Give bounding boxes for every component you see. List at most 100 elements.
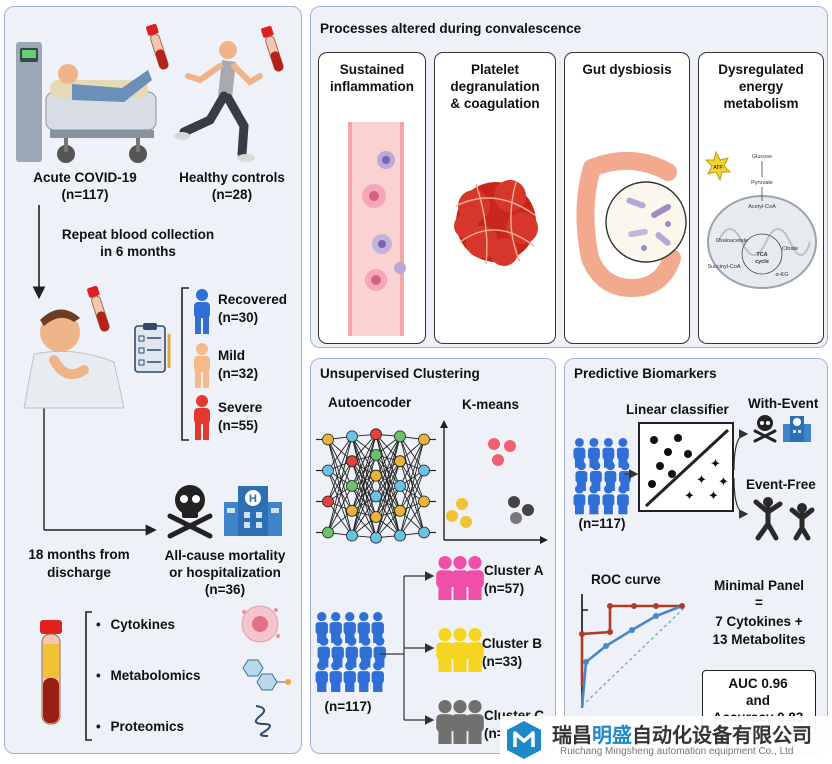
metabolite-molecule-icon: [242, 659, 291, 691]
protein-icon: [254, 705, 271, 737]
roc-curve-plot: [579, 594, 685, 709]
outcome-line2: or hospitalization: [169, 565, 281, 580]
biomarker-input-count: (n=117): [578, 516, 626, 531]
group-label-recovered: Recovered: [218, 292, 288, 307]
outcome-line1: All-cause mortality: [164, 548, 286, 563]
repeat-collection-line1: Repeat blood collection: [61, 227, 215, 242]
processes-title: Processes altered during convalescence: [320, 21, 582, 36]
hospital-icon: [783, 416, 811, 442]
tca-label: TCA: [756, 252, 767, 258]
network-node: [394, 455, 406, 468]
network-node: [418, 433, 430, 446]
card-inflammation-line2: inflammation: [329, 79, 414, 94]
healthy-controls-label: Healthy controls: [179, 170, 285, 185]
akg-label: α-KG: [776, 272, 789, 278]
company-name-en: Ruichang Mingsheng automation equipment …: [560, 746, 794, 757]
omics-cytokines: Cytokines: [110, 617, 176, 632]
skull-crossbones-icon: [167, 485, 213, 539]
svg-text:✦: ✦: [710, 457, 721, 472]
omics-metabolomics: Metabolomics: [110, 668, 201, 683]
flow-arrows: [32, 205, 189, 741]
blood-tube-icon: [146, 23, 169, 70]
card-gut-line1: Gut dysbiosis: [582, 62, 672, 77]
watermark-banner: [500, 716, 832, 764]
cluster-c-people-icon: [436, 700, 484, 744]
network-node: [418, 495, 430, 508]
followup-line1: 18 months from: [28, 547, 130, 562]
svg-text:✦: ✦: [708, 489, 719, 504]
roc-curve-label: ROC curve: [591, 572, 661, 587]
panel-line3: 7 Cytokines +: [715, 614, 803, 629]
mitochondria-illustration: ATP Glucose Pyruvate Acetyl-CoA Oxaloace…: [704, 150, 817, 289]
svg-text:✦: ✦: [684, 489, 695, 504]
network-node: [322, 495, 334, 508]
skull-crossbones-icon: [753, 415, 777, 443]
autoencoder-label: Autoencoder: [328, 395, 412, 410]
hospital-bed-illustration: [16, 42, 157, 163]
network-node: [370, 490, 382, 503]
network-node: [346, 480, 358, 492]
network-node: [370, 449, 382, 461]
group-count-mild: (n=32): [218, 366, 259, 381]
patient-group-icon: [315, 612, 386, 693]
glucose-label: Glucose: [752, 154, 772, 160]
blood-tube-icon: [87, 285, 110, 332]
person-icon-recovered: [194, 289, 210, 334]
blood-vessel-illustration: [348, 122, 406, 336]
omics-proteomics: Proteomics: [110, 719, 185, 734]
network-node: [322, 464, 334, 477]
clipboard-icon: [134, 323, 171, 373]
person-icon-mild: [194, 343, 210, 388]
cluster-a-label: Cluster A: [484, 563, 544, 578]
panel-line1: Minimal Panel: [713, 578, 805, 593]
group-label-severe: Severe: [218, 400, 263, 415]
group-count-recovered: (n=30): [218, 310, 259, 325]
svg-text:✦: ✦: [696, 473, 707, 488]
with-event-label: With-Event: [748, 396, 819, 411]
followup-line2: discharge: [47, 565, 111, 580]
card-metabolism-line1: Dysregulated: [718, 62, 804, 77]
network-node: [370, 428, 382, 441]
group-count-severe: (n=55): [218, 418, 259, 433]
citrate-label: Citrate: [782, 246, 798, 252]
panel-line2: =: [755, 595, 763, 610]
network-node: [346, 430, 358, 443]
biomarkers-title: Predictive Biomarkers: [574, 366, 717, 381]
company-name-part3: 自动化设备有限公司: [632, 723, 812, 747]
cluster-b-count: (n=33): [482, 654, 523, 669]
cluster-c-count: (n=: [484, 726, 505, 741]
omics-bullet-proteomics: • Proteomics: [96, 719, 185, 734]
healthy-controls-count: (n=28): [211, 187, 253, 202]
card-inflammation-line1: Sustained: [339, 62, 405, 77]
network-node: [346, 504, 358, 517]
autoencoder-network-icon: [316, 428, 436, 544]
omics-bullet-cytokines: • Cytokines: [96, 617, 176, 632]
svg-text:H: H: [249, 493, 257, 505]
network-node: [418, 526, 430, 539]
convalescent-patient-illustration: [23, 309, 125, 409]
runner-illustration: [174, 41, 263, 162]
card-metabolism-line2: energy: [738, 79, 784, 94]
auc-line1: AUC 0.96: [728, 676, 788, 691]
oxaloacetate-label: Oxaloacetate: [716, 238, 748, 244]
kmeans-scatter-icon: [440, 420, 548, 544]
network-node: [394, 504, 406, 517]
platelet-clot-illustration: [454, 180, 538, 266]
atp-label: ATP: [713, 165, 723, 171]
company-name-part2: 明盛: [592, 723, 632, 747]
repeat-collection-line2: in 6 months: [100, 244, 176, 259]
outcome-count: (n=36): [204, 582, 246, 597]
cluster-b-people-icon: [436, 628, 484, 672]
cluster-branch-lines: [380, 571, 435, 725]
acute-covid-count: (n=117): [61, 187, 109, 202]
severity-groups: Recovered (n=30) Mild (n=32) Severe (n=5…: [186, 286, 302, 446]
blood-tube-icon: [261, 25, 284, 72]
panel-line4: 13 Metabolites: [712, 632, 806, 647]
card-platelet-line1: Platelet: [470, 62, 520, 77]
kmeans-label: K-means: [462, 397, 520, 412]
company-name-cn: 瑞昌明盛自动化设备有限公司: [552, 719, 812, 748]
hospital-icon: H: [224, 486, 282, 536]
cycle-label: cycle: [755, 259, 769, 265]
network-node: [370, 511, 382, 523]
acute-covid-label: Acute COVID-19: [33, 170, 137, 185]
